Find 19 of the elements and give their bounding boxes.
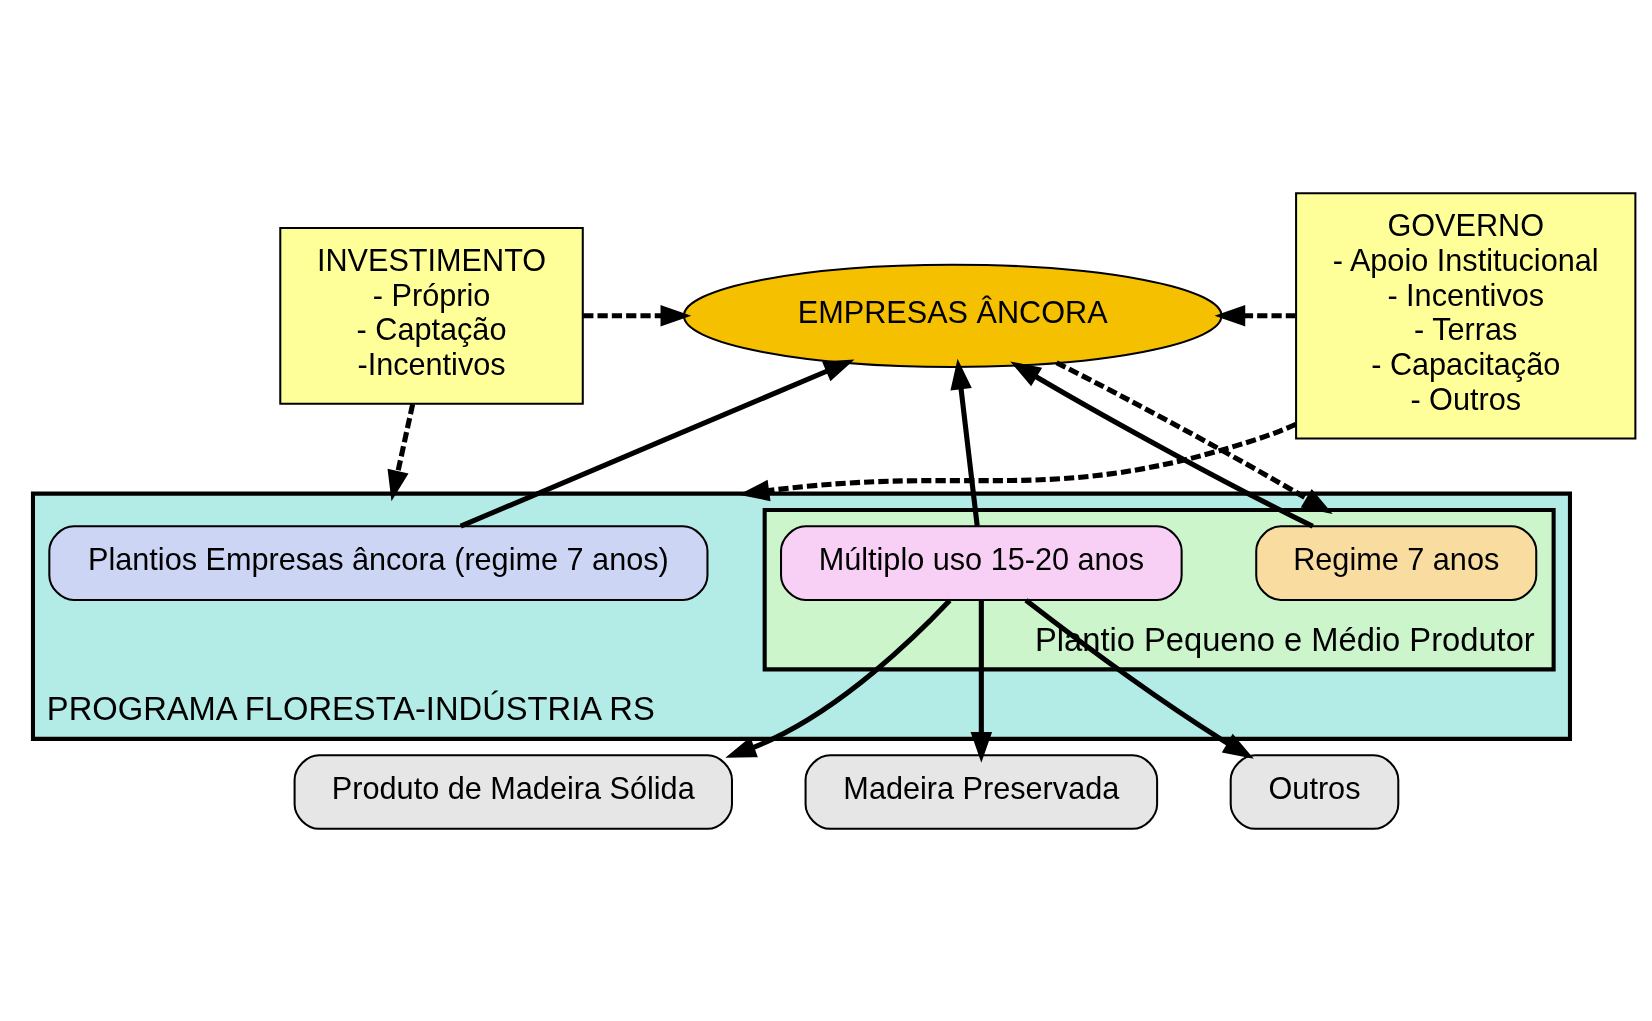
node-box: INVESTIMENTO - Próprio - Captação -Incentivos [279, 226, 584, 405]
arrow [1010, 360, 1314, 529]
arrow [583, 304, 692, 327]
node-box: Outros [1229, 753, 1400, 830]
arrow [725, 598, 952, 758]
node-box: Plantios Empresas âncora (regime 7 anos) [48, 524, 709, 601]
arrow [1214, 304, 1296, 327]
arrow [1024, 597, 1254, 759]
arrow [387, 403, 416, 501]
node-box: Regime 7 anos [1255, 524, 1538, 601]
arrow [738, 421, 1297, 501]
arrow [970, 599, 993, 763]
node-box: GOVERNO - Apoio Institucional - Incentivos - Terras - Capacitação - Outros [1295, 191, 1637, 439]
arrow [1055, 359, 1333, 514]
node-box: Múltiplo uso 15-20 anos [780, 524, 1183, 601]
node-box: Madeira Preservada [804, 753, 1159, 830]
node-ellipse: EMPRESAS ÂNCORA [682, 263, 1223, 368]
arrow [950, 358, 980, 526]
node-box: Produto de Madeira Sólida [293, 753, 733, 830]
